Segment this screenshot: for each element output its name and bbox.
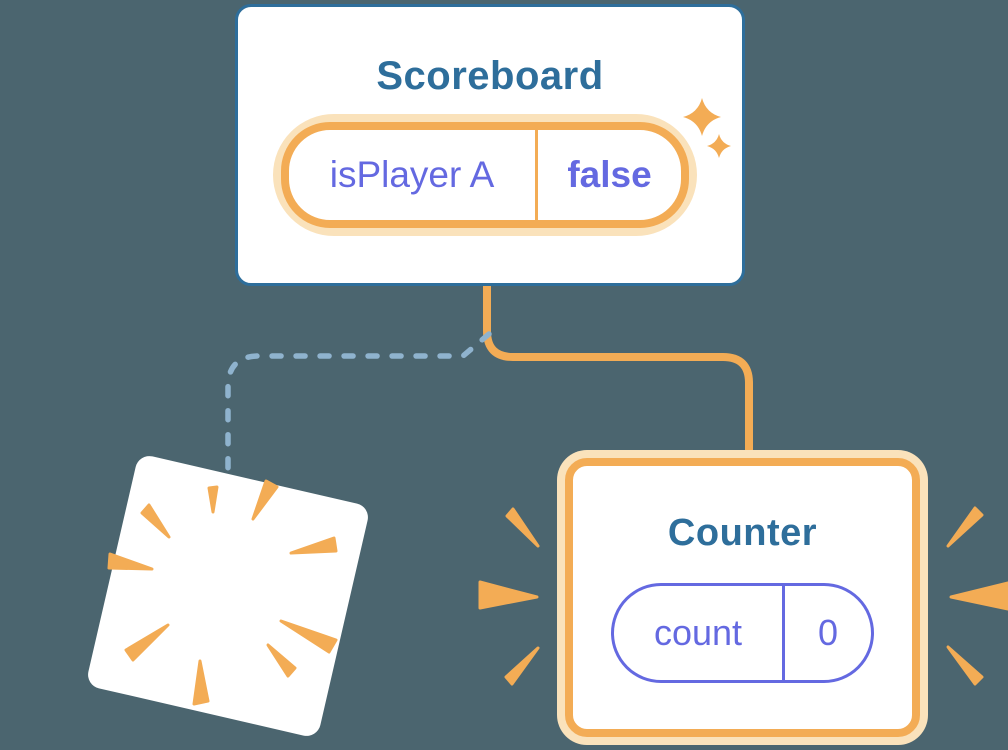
state-value-label: false bbox=[567, 154, 652, 195]
dashed-connector-line bbox=[225, 331, 492, 475]
scoreboard-title: Scoreboard bbox=[376, 54, 604, 98]
state-name-label: count bbox=[653, 612, 743, 653]
state-name-label: isPlayer A bbox=[329, 154, 495, 195]
destroyed-component-card bbox=[85, 453, 371, 739]
state-value-label: 0 bbox=[817, 612, 839, 653]
counter-card: Counter count 0 bbox=[557, 450, 928, 745]
solid-connector-line bbox=[483, 278, 753, 462]
pill-divider bbox=[535, 130, 538, 220]
emphasis-burst-icon bbox=[946, 506, 1008, 686]
pill-divider bbox=[782, 586, 785, 680]
counter-state-pill: count 0 bbox=[611, 583, 874, 683]
scoreboard-state-pill: isPlayer A false bbox=[273, 114, 697, 236]
emphasis-burst-icon bbox=[478, 507, 540, 686]
counter-title: Counter bbox=[667, 512, 818, 554]
scoreboard-card: Scoreboard isPlayer A false bbox=[235, 4, 745, 286]
